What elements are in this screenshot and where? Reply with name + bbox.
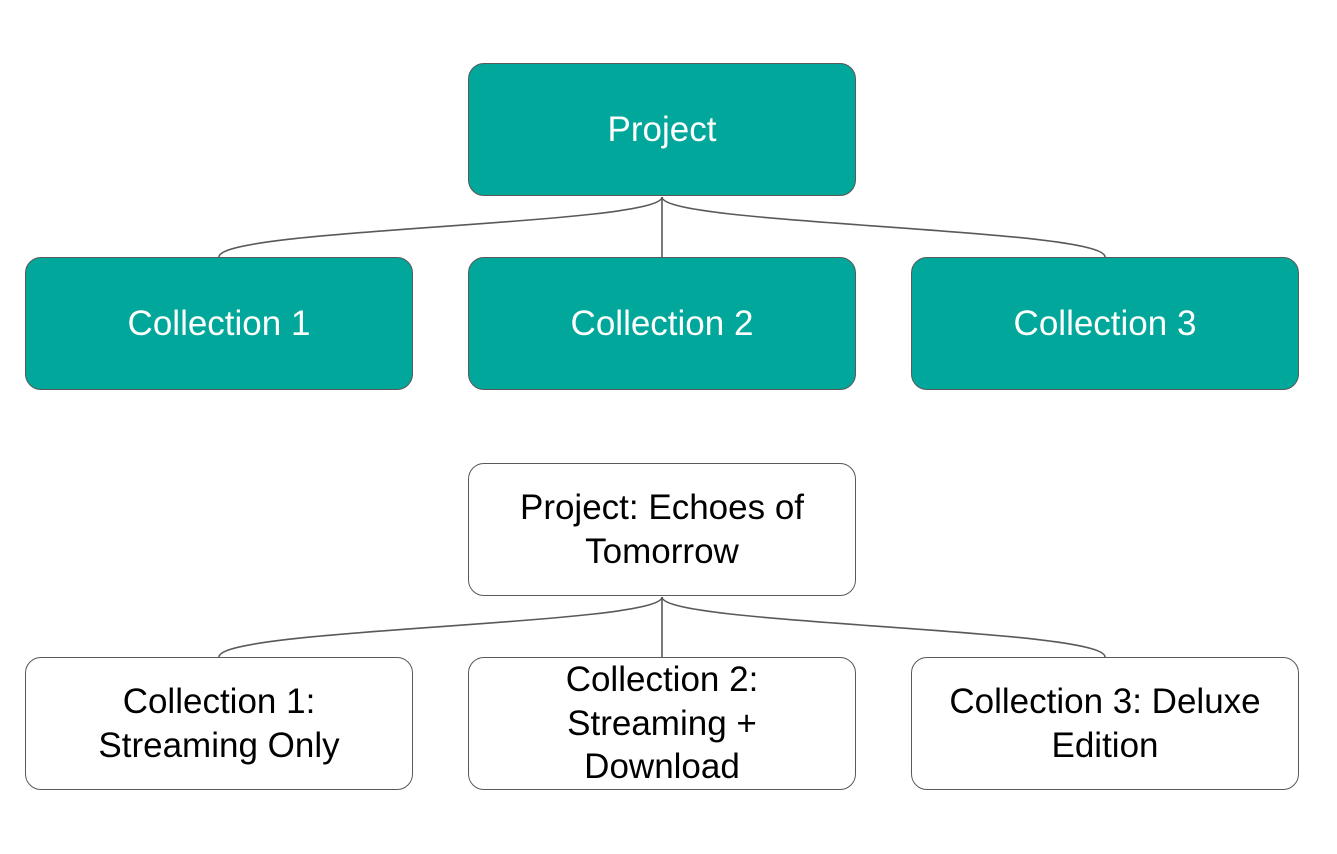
connector-project-collection-3 (661, 196, 1106, 258)
deluxe-edition-collection-node: Collection 3: Deluxe Edition (911, 657, 1299, 790)
collection-1-node-label: Collection 1 (127, 303, 311, 343)
connector-echoes-collection-3 (661, 596, 1106, 658)
streaming-only-collection-label: Collection 1: Streaming Only (98, 681, 340, 765)
project-node: Project (468, 63, 856, 196)
echoes-project-node-label: Project: Echoes of Tomorrow (519, 487, 805, 571)
echoes-project-node: Project: Echoes of Tomorrow (468, 463, 856, 596)
collection-2-node: Collection 2 (468, 257, 856, 390)
connector-echoes-collection-1 (218, 596, 663, 658)
streaming-download-collection-node: Collection 2: Streaming + Download (468, 657, 856, 790)
project-node-label: Project (607, 109, 717, 149)
streaming-download-collection-label: Collection 2: Streaming + Download (565, 659, 759, 787)
streaming-only-collection-node: Collection 1: Streaming Only (25, 657, 413, 790)
deluxe-edition-collection-label: Collection 3: Deluxe Edition (949, 681, 1261, 765)
connector-project-collection-1 (218, 196, 663, 258)
collection-3-node-label: Collection 3 (1013, 303, 1197, 343)
collection-1-node: Collection 1 (25, 257, 413, 390)
collection-3-node: Collection 3 (911, 257, 1299, 390)
collection-2-node-label: Collection 2 (570, 303, 754, 343)
